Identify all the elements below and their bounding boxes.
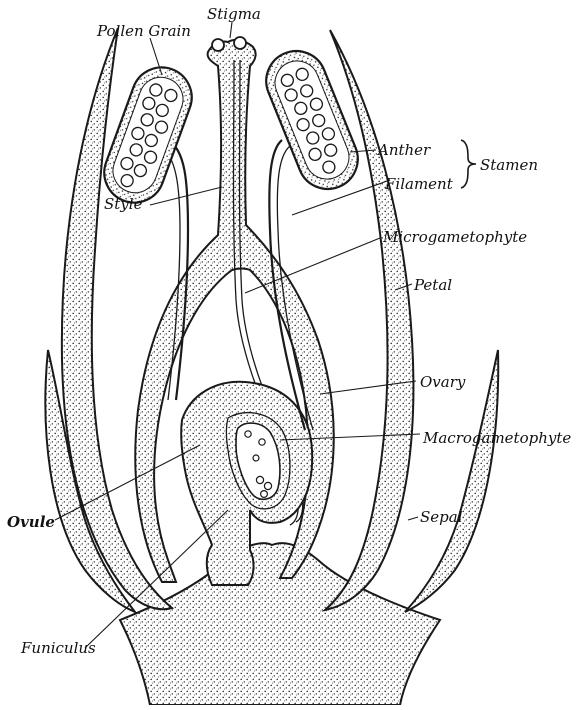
label-stigma: Stigma: [207, 5, 261, 23]
leader-stigma: [230, 22, 232, 38]
stamen-brace: [461, 140, 476, 188]
label-stamen: Stamen: [480, 156, 538, 174]
label-macrogametophyte: Macrogametophyte: [422, 429, 571, 447]
leader-sepal: [408, 517, 418, 520]
stigma-knob-right: [234, 37, 246, 49]
label-microgametophyte: Microgametophyte: [382, 228, 527, 246]
label-ovary: Ovary: [420, 373, 466, 391]
label-petal: Petal: [413, 276, 452, 294]
embryo-sac-nucleus: [264, 482, 271, 489]
label-filament: Filament: [384, 175, 454, 193]
stigma-knob-left: [212, 39, 224, 51]
label-sepal: Sepal: [420, 508, 463, 526]
embryo-sac-nucleus: [253, 455, 259, 461]
label-style: Style: [104, 195, 143, 213]
embryo-sac-nucleus: [245, 431, 251, 437]
embryo-sac-nucleus: [259, 439, 265, 445]
label-pollen-grain: Pollen Grain: [96, 22, 191, 40]
anther-right: [257, 42, 367, 198]
embryo-sac-nucleus: [261, 491, 268, 498]
embryo-sac-nucleus: [256, 476, 263, 483]
label-anther: Anther: [376, 141, 431, 159]
label-funiculus: Funiculus: [20, 639, 96, 657]
label-ovule: Ovule: [7, 513, 55, 531]
